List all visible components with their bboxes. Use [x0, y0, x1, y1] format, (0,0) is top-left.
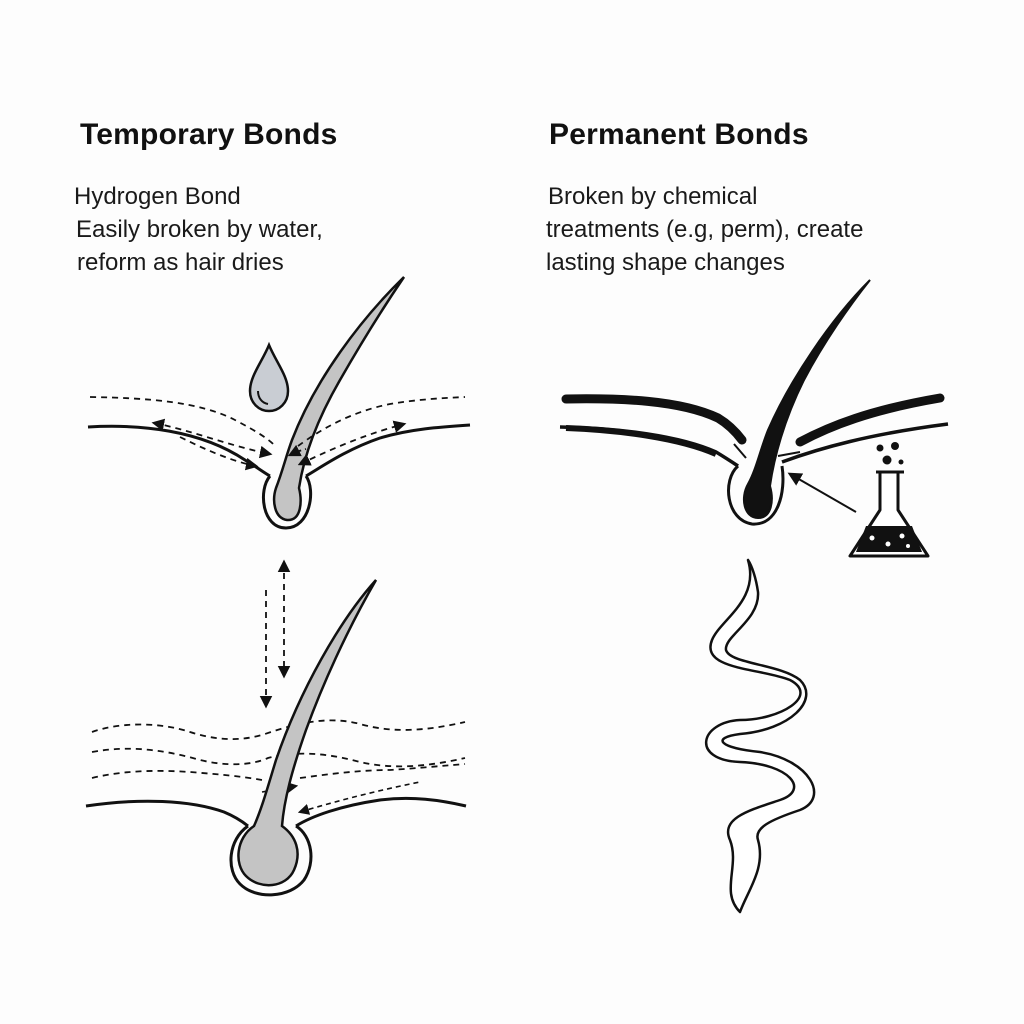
liquid-bubble — [899, 533, 905, 539]
permanent-hair-diagram — [559, 279, 949, 914]
curly-hair-strand — [705, 558, 816, 914]
chemical-arrow — [787, 472, 857, 513]
liquid-bubble — [885, 541, 891, 547]
broken-bond-arrow — [151, 418, 273, 459]
skin-surface-left — [87, 424, 271, 478]
permanent-desc-line: Broken by chemical — [548, 183, 758, 210]
hair-follicle — [727, 464, 785, 526]
vapor-bubble — [898, 459, 904, 465]
flask-liquid — [856, 526, 922, 552]
disulfide-bond-line — [561, 394, 747, 445]
hair-shaft-temporary — [237, 579, 378, 887]
permanent-desc-line: lasting shape changes — [546, 249, 785, 276]
liquid-bubble — [906, 544, 910, 548]
vapor-bubble — [882, 455, 892, 465]
liquid-bubble — [869, 535, 875, 541]
disulfide-bond-line — [795, 393, 945, 447]
temporary-desc-line: Hydrogen Bond — [74, 183, 241, 210]
permanent-bonds-heading: Permanent Bonds — [549, 118, 809, 151]
transition-arrows — [259, 559, 291, 709]
temporary-bonds-description: Hydrogen Bond Easily broken by water, re… — [74, 180, 323, 279]
skin-surface-left — [559, 425, 739, 468]
temporary-desc-line: Easily broken by water, — [76, 216, 323, 243]
hair-follicle — [261, 475, 313, 530]
reformed-bond-arrow — [297, 781, 421, 815]
skin-surface-right — [781, 422, 949, 464]
water-drop-highlight — [257, 390, 269, 405]
reformed-bond-line — [91, 747, 466, 768]
skin-surface-right — [295, 796, 467, 828]
hair-follicle — [229, 824, 313, 897]
permanent-desc-line: treatments (e.g, perm), create — [546, 216, 864, 243]
temporary-desc-line: reform as hair dries — [77, 249, 284, 276]
temporary-bonds-heading: Temporary Bonds — [80, 118, 338, 151]
skin-surface-left — [85, 799, 249, 828]
water-drop-shape — [248, 341, 290, 413]
temporary-dry-hair-diagram — [85, 579, 467, 897]
hair-shaft-temporary — [272, 276, 406, 522]
vapor-bubble — [891, 442, 899, 450]
vapor-bubble — [876, 444, 884, 452]
broken-bond-mark — [733, 443, 801, 459]
hair-shaft-permanent — [742, 279, 871, 520]
broken-bond-arrow — [287, 444, 307, 457]
chemical-flask-icon — [848, 442, 930, 558]
hydrogen-bond-line — [89, 396, 276, 447]
reformed-bond-line — [91, 719, 466, 740]
water-drop-icon — [248, 341, 290, 413]
disulfide-bond-line — [565, 425, 718, 457]
permanent-bonds-description: Broken by chemical treatments (e.g, perm… — [546, 180, 864, 279]
temporary-wet-hair-diagram — [87, 276, 471, 530]
broken-bond-arrow — [179, 436, 259, 471]
reformed-bond-line — [91, 763, 466, 781]
